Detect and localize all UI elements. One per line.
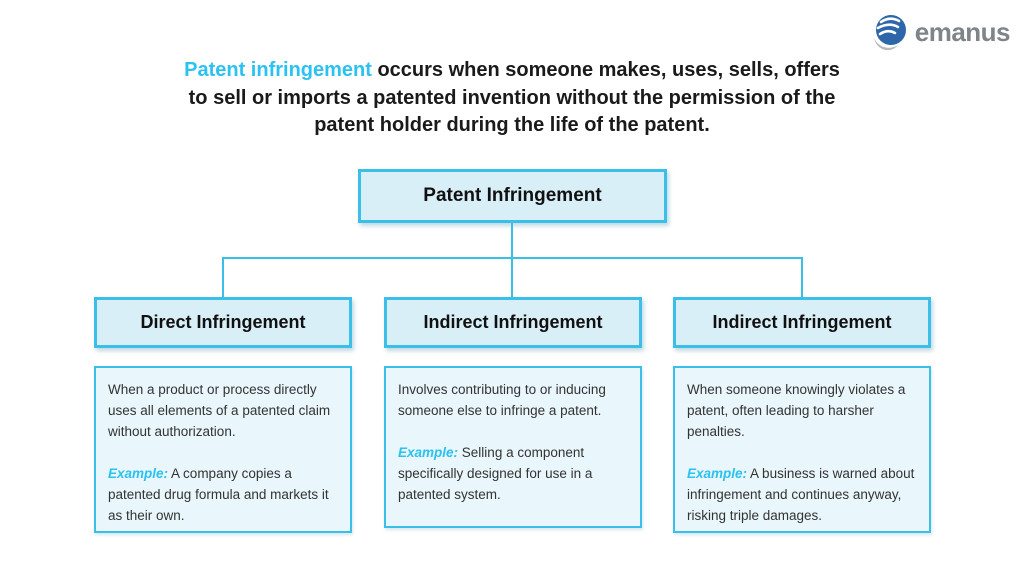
node-indirect-infringement-1: Indirect Infringement <box>384 297 642 348</box>
example-label: Example: <box>398 445 459 460</box>
intro-highlight: Patent infringement <box>184 59 372 81</box>
connector-branch-2 <box>511 257 513 297</box>
node-direct-infringement: Direct Infringement <box>94 297 352 348</box>
example-text: Example: Selling a component specificall… <box>398 442 628 505</box>
node-root: Patent Infringement <box>358 169 667 223</box>
description-text: When a product or process directly uses … <box>108 382 331 439</box>
intro-rest: occurs when someone makes, uses, sells, … <box>188 59 840 136</box>
example-label: Example: <box>108 466 169 481</box>
node-root-label: Patent Infringement <box>423 185 602 206</box>
example-text: Example: A company copies a patented dru… <box>108 463 338 526</box>
example-label: Example: <box>687 466 748 481</box>
connector-branch-3 <box>801 257 803 297</box>
emanus-sphere-icon <box>873 15 906 51</box>
example-text: Example: A business is warned about infr… <box>687 463 917 526</box>
example-body: Selling a component specifically designe… <box>398 445 593 502</box>
description-box-direct: When a product or process directly uses … <box>94 366 352 533</box>
intro-text: Patent infringement occurs when someone … <box>182 57 842 140</box>
connector-branch-1 <box>222 257 224 297</box>
logo-wordmark: emanus <box>914 16 1011 47</box>
node-indirect-infringement-2: Indirect Infringement <box>673 297 931 348</box>
description-text: When someone knowingly violates a patent… <box>687 382 906 439</box>
description-box-indirect-2: When someone knowingly violates a patent… <box>673 366 931 533</box>
description-box-indirect-1: Involves contributing to or inducing som… <box>384 366 642 528</box>
node-label: Indirect Infringement <box>423 312 603 332</box>
node-label: Direct Infringement <box>140 312 306 332</box>
node-label: Indirect Infringement <box>712 312 892 332</box>
description-text: Involves contributing to or inducing som… <box>398 382 606 418</box>
connector-root-stem <box>511 223 513 258</box>
logo: emanus <box>870 12 1011 52</box>
example-body: A company copies a patented drug formula… <box>108 466 329 523</box>
example-body: A business is warned about infringement … <box>687 466 915 523</box>
